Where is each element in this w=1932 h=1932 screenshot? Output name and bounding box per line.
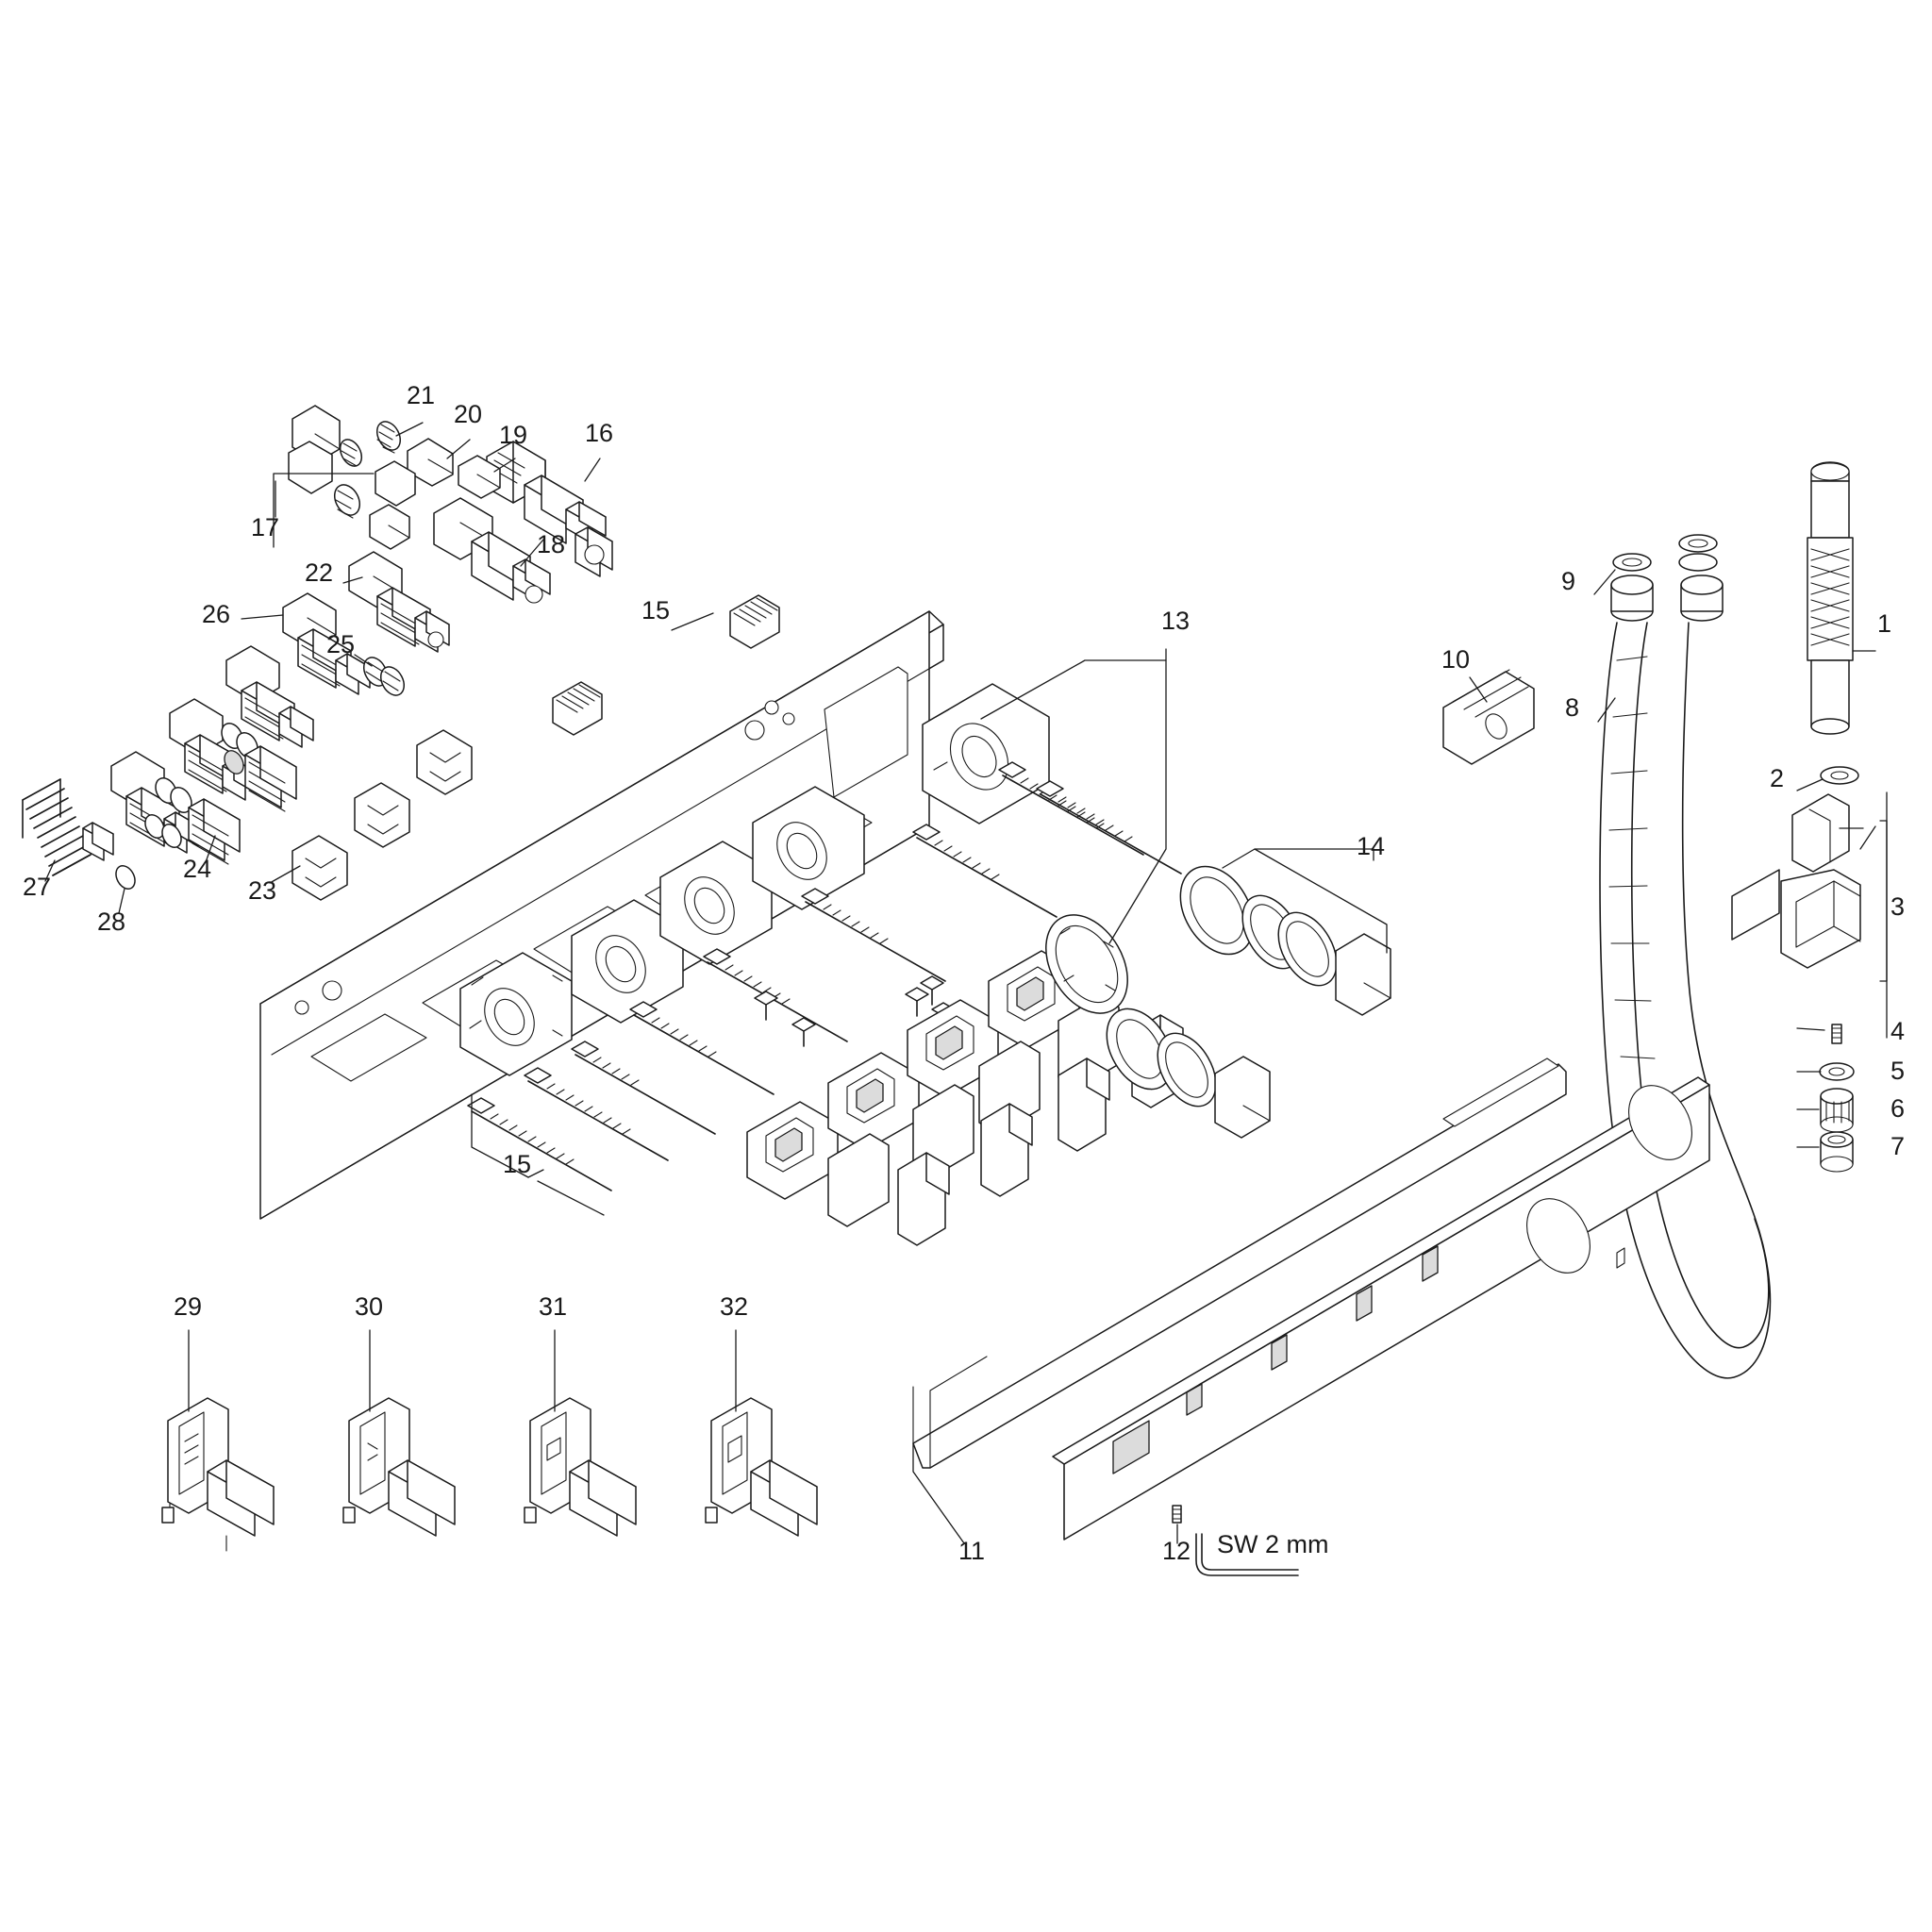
lever-bracket bbox=[980, 1103, 1033, 1197]
part-23-caps bbox=[291, 729, 473, 901]
parts-4-7-fasteners bbox=[1819, 1024, 1855, 1173]
small-screw bbox=[905, 987, 929, 1017]
part-14-seal-rings bbox=[1106, 865, 1391, 1139]
long-screw bbox=[801, 888, 946, 982]
part-3-wall-holder bbox=[1731, 793, 1861, 969]
callout-14: 14 bbox=[1357, 832, 1386, 860]
part-18-cartridge bbox=[433, 497, 551, 604]
part-8-shower-hose bbox=[1599, 575, 1772, 1379]
part-21-filter bbox=[375, 421, 402, 454]
callout-31: 31 bbox=[539, 1292, 568, 1321]
valve-bracket bbox=[659, 841, 773, 965]
part-6-sleeve bbox=[1820, 1088, 1854, 1133]
valve-bracket-group bbox=[459, 683, 1050, 1076]
part-27-spring bbox=[22, 778, 114, 876]
part-12-grub-screw bbox=[1172, 1505, 1182, 1524]
callout-7: 7 bbox=[1890, 1132, 1906, 1160]
handle-variant-29 bbox=[161, 1397, 275, 1552]
escutcheon-frame bbox=[746, 1101, 839, 1200]
callout-12: 12 bbox=[1162, 1537, 1191, 1565]
tool-size-label: SW 2 mm bbox=[1217, 1530, 1329, 1558]
callout-32: 32 bbox=[720, 1292, 749, 1321]
part-10-insert-tool bbox=[1442, 669, 1535, 765]
part-9-hose-washers bbox=[1612, 534, 1718, 572]
callout-26: 26 bbox=[202, 600, 231, 628]
long-screw bbox=[571, 1041, 716, 1135]
escutcheon-frame bbox=[907, 999, 999, 1098]
long-screw bbox=[629, 1001, 774, 1095]
part-19-seal-rings bbox=[458, 455, 501, 499]
callout-25: 25 bbox=[326, 630, 356, 658]
handle-variant-32 bbox=[705, 1397, 818, 1537]
valve-bracket-main bbox=[922, 683, 1050, 824]
callout-21: 21 bbox=[407, 381, 436, 409]
callout-15-top: 15 bbox=[641, 596, 671, 625]
long-screw bbox=[912, 824, 1058, 918]
lever-bracket bbox=[897, 1152, 950, 1246]
callout-22: 22 bbox=[305, 558, 334, 587]
callout-15-bottom: 15 bbox=[503, 1150, 532, 1178]
callout-24: 24 bbox=[183, 855, 212, 883]
long-screw bbox=[998, 761, 1144, 856]
part-25-washers bbox=[362, 657, 406, 696]
handle-variants bbox=[161, 1397, 818, 1552]
part-24-cartridge-stack bbox=[110, 645, 314, 865]
callout-13: 13 bbox=[1161, 607, 1191, 635]
part-26-cartridge bbox=[282, 592, 371, 695]
callout-17: 17 bbox=[251, 513, 280, 541]
part-4-grub-screw bbox=[1831, 1024, 1842, 1044]
callout-19: 19 bbox=[499, 421, 528, 449]
callout-5: 5 bbox=[1890, 1057, 1906, 1085]
part-15-wall-plugs bbox=[467, 594, 780, 1191]
allen-key-icon bbox=[1195, 1533, 1299, 1576]
part-1-hand-shower bbox=[1807, 461, 1854, 735]
cartridge-cluster-top bbox=[288, 405, 613, 653]
small-screw bbox=[791, 1017, 816, 1047]
lever-bracket bbox=[1058, 1058, 1110, 1152]
callout-28: 28 bbox=[97, 908, 126, 936]
callout-20: 20 bbox=[454, 400, 483, 428]
part-15-screws-lower bbox=[467, 1067, 669, 1191]
callout-9: 9 bbox=[1561, 567, 1576, 595]
part-5-washer bbox=[1819, 1062, 1855, 1081]
callout-30: 30 bbox=[355, 1292, 384, 1321]
glass-insert bbox=[978, 1041, 1041, 1135]
leader-lines bbox=[44, 422, 1888, 1544]
small-screw bbox=[920, 975, 944, 1006]
part-13-gaskets bbox=[1045, 914, 1128, 1014]
part-17-cartridge-set bbox=[288, 405, 416, 550]
escutcheon-frame bbox=[827, 1052, 920, 1151]
callout-8: 8 bbox=[1565, 693, 1580, 722]
valve-bracket bbox=[571, 899, 684, 1024]
callout-2: 2 bbox=[1770, 764, 1785, 792]
valve-bracket bbox=[752, 786, 865, 910]
callout-10: 10 bbox=[1441, 645, 1471, 674]
valve-bracket bbox=[459, 952, 573, 1076]
part-22-cartridge bbox=[348, 551, 450, 653]
cartridge-cluster-left bbox=[22, 592, 473, 901]
handle-variant-30 bbox=[342, 1397, 456, 1537]
part-11-trim-plate-assembly bbox=[912, 1058, 1710, 1541]
long-screw bbox=[703, 948, 848, 1042]
glass-insert bbox=[827, 1133, 890, 1227]
long-screws-group bbox=[571, 761, 1182, 1135]
part-28-o-ring bbox=[115, 865, 136, 890]
handle-variant-31 bbox=[524, 1397, 637, 1537]
callout-16: 16 bbox=[585, 419, 614, 447]
callout-11: 11 bbox=[958, 1537, 986, 1565]
callout-18: 18 bbox=[537, 530, 566, 558]
part-7-nut bbox=[1820, 1131, 1854, 1173]
long-screw bbox=[1036, 780, 1182, 874]
callout-1: 1 bbox=[1877, 609, 1892, 638]
callout-4: 4 bbox=[1890, 1017, 1906, 1045]
callout-29: 29 bbox=[174, 1292, 203, 1321]
callout-6: 6 bbox=[1890, 1094, 1906, 1123]
callout-27: 27 bbox=[23, 873, 52, 901]
part-2-washer bbox=[1820, 766, 1859, 785]
small-screw bbox=[754, 991, 778, 1021]
callout-23: 23 bbox=[248, 876, 277, 905]
part-16-cartridge bbox=[486, 441, 613, 577]
callout-3: 3 bbox=[1890, 892, 1906, 921]
